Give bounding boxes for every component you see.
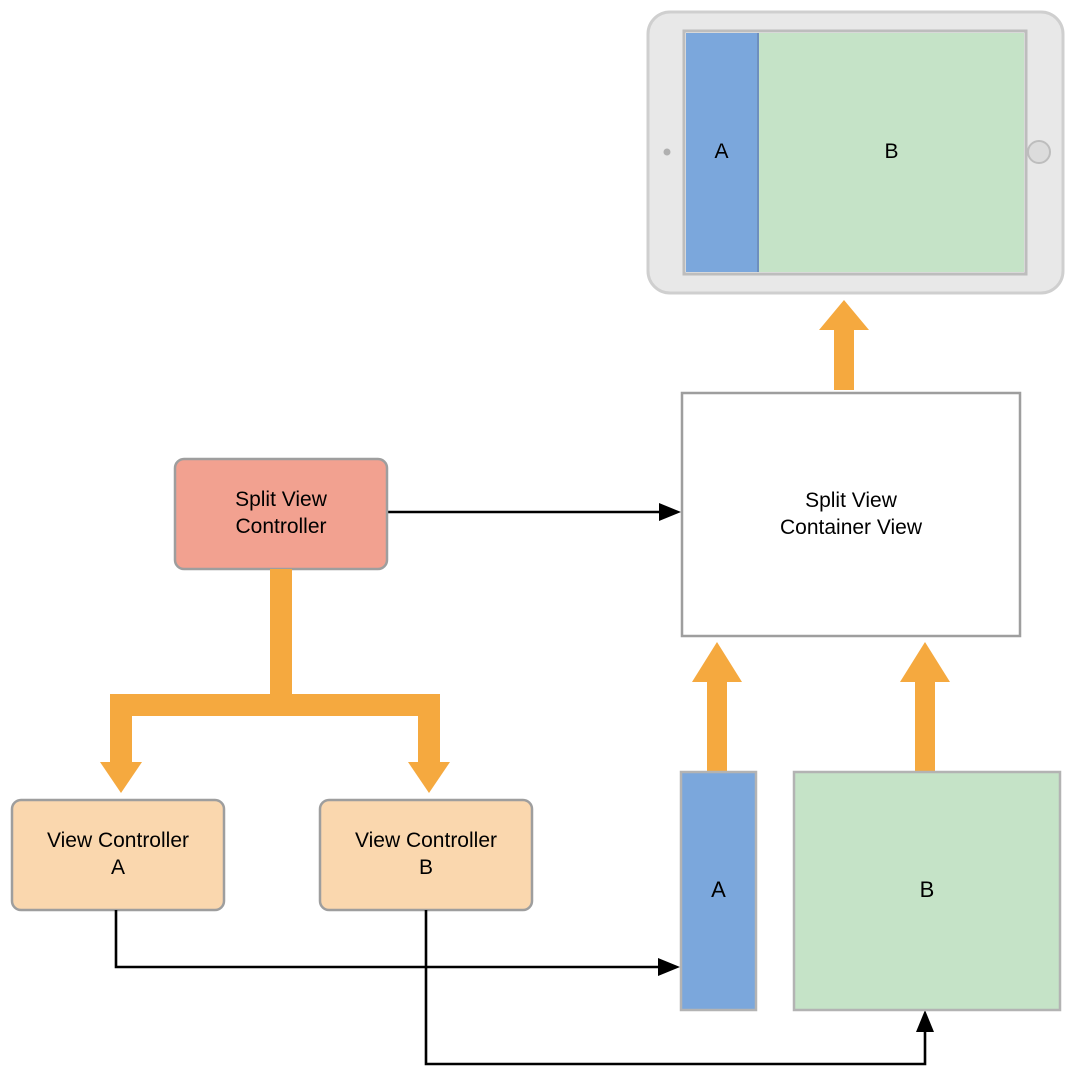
edge-svc-to-container <box>387 503 681 521</box>
split-view-controller-box[interactable] <box>173 457 389 571</box>
edge-container-to-device <box>819 300 869 390</box>
tablet-mockup <box>646 10 1065 295</box>
view-controller-a-box[interactable] <box>10 798 226 912</box>
device-pane-a <box>686 33 757 272</box>
edge-vca-to-viewa <box>114 910 680 976</box>
edge-vcb-to-viewb <box>424 910 934 1066</box>
device-pane-b <box>759 33 1024 272</box>
home-button <box>1027 140 1051 164</box>
view-b-box[interactable] <box>792 770 1062 1012</box>
view-controller-b-box[interactable] <box>318 798 534 912</box>
camera-dot <box>663 148 671 156</box>
edge-viewb-to-container <box>900 642 950 790</box>
split-view-container-view-box[interactable] <box>680 391 1022 638</box>
edge-viewa-to-container <box>692 642 742 790</box>
edge-svc-to-children-fork <box>100 569 450 793</box>
view-a-box[interactable] <box>679 770 758 1012</box>
